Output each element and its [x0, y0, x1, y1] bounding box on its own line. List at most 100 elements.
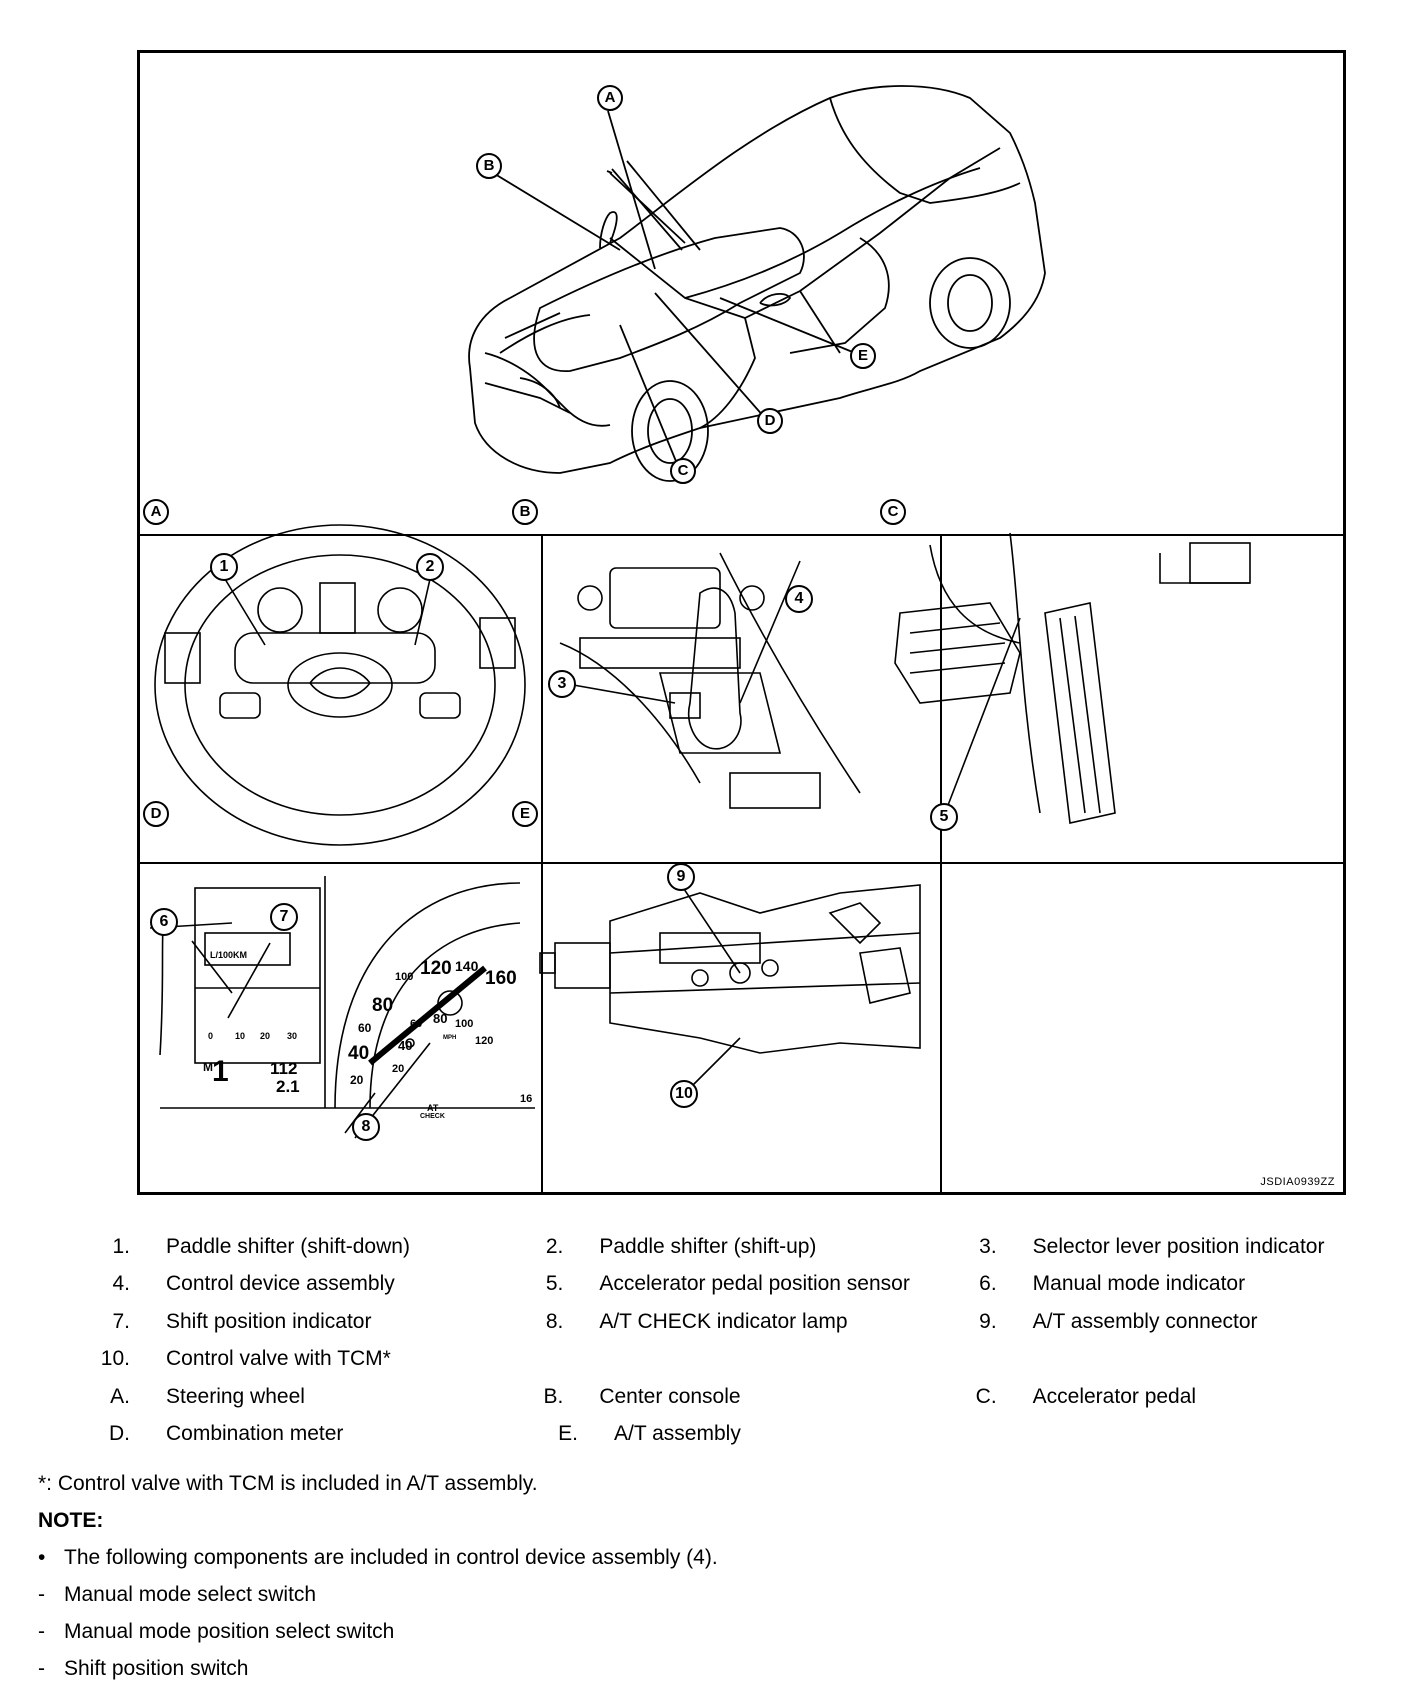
meter-gear: 1: [212, 1055, 229, 1088]
callout-7: 7: [270, 903, 298, 931]
center-console-drawing: [559, 552, 861, 809]
legend-item: 4.Control device assembly: [75, 1272, 508, 1296]
callout-d: D: [757, 408, 783, 434]
legend-row: 1. Paddle shifter (shift-down) 2.Paddle s…: [75, 1228, 1375, 1266]
speed-160: 160: [485, 968, 517, 989]
legend-num: 8.: [545, 1309, 564, 1333]
legend-text: Paddle shifter (shift-down): [166, 1234, 410, 1258]
panel-a-letter: A: [143, 499, 169, 525]
legend-num: A.: [110, 1384, 130, 1408]
legend-item: 8. A/T CHECK indicator lamp: [508, 1310, 941, 1334]
legend-num: C.: [975, 1384, 997, 1408]
callout-4: 4: [785, 585, 813, 613]
notes-section: *: Control valve with TCM is included in…: [38, 1465, 718, 1687]
note-item: -Shift position switch: [38, 1650, 718, 1687]
speed-80: 80: [372, 995, 394, 1016]
callout-5: 5: [930, 803, 958, 831]
meter-trip: 2.1: [276, 1077, 300, 1096]
inner-80: 80: [433, 1011, 448, 1026]
legend-row: 10.Control valve with TCM*: [75, 1341, 1375, 1379]
legend-text: Combination meter: [166, 1422, 344, 1446]
legend-num: 1.: [112, 1234, 130, 1258]
legend-item: D. Combination meter: [75, 1422, 523, 1446]
callout-8: 8: [352, 1113, 380, 1141]
legend-item: 6.Manual mode indicator: [942, 1272, 1375, 1296]
callout-c: C: [670, 458, 696, 484]
legend-item: 9. A/T assembly connector: [942, 1310, 1375, 1334]
panel-e-letter: E: [512, 801, 538, 827]
panel-c-letter: C: [880, 499, 906, 525]
legend-text: A/T assembly connector: [1032, 1309, 1258, 1333]
legend-item: 7. Shift position indicator: [75, 1310, 508, 1334]
panel-d-letter: D: [143, 801, 169, 827]
legend-row: D. Combination meter E. A/T assembly: [75, 1416, 1375, 1454]
legend-item: 2.Paddle shifter (shift-up): [508, 1235, 941, 1259]
dash-icon: -: [38, 1620, 45, 1643]
speed-side-16: 16: [520, 1093, 533, 1105]
at-label: AT: [427, 1103, 439, 1113]
footnote: *: Control valve with TCM is included in…: [38, 1472, 538, 1495]
callout-b: B: [476, 153, 502, 179]
legend-text: Shift position indicator: [166, 1309, 372, 1333]
legend-num: 9.: [979, 1309, 997, 1333]
callout-1: 1: [210, 553, 238, 581]
legend-text: Selector lever position indicator: [1032, 1234, 1325, 1258]
legend-text: Control valve with TCM*: [166, 1347, 391, 1371]
speed-100: 100: [395, 971, 414, 983]
legend-num: D.: [109, 1422, 130, 1446]
dash-icon: -: [38, 1657, 45, 1680]
steering-wheel-drawing: [154, 524, 526, 846]
legend-item: A. Steering wheel: [75, 1385, 508, 1409]
inner-40: 40: [398, 1038, 413, 1053]
legend-item: 10.Control valve with TCM*: [75, 1347, 523, 1371]
callout-9: 9: [667, 863, 695, 891]
note-item: -Manual mode position select switch: [38, 1613, 718, 1650]
note-intro-line: • The following components are included i…: [38, 1539, 718, 1576]
note-item-text: Manual mode position select switch: [64, 1620, 395, 1643]
legend-num: E.: [558, 1422, 578, 1446]
callout-e: E: [850, 343, 876, 369]
speed-140: 140: [455, 958, 479, 974]
meter-odo: 112: [270, 1059, 298, 1078]
callout-a: A: [597, 85, 623, 111]
legend-text: Steering wheel: [166, 1384, 305, 1408]
note-item: -Manual mode select switch: [38, 1576, 718, 1613]
legend-text: A/T CHECK indicator lamp: [599, 1309, 848, 1333]
legend-text: Paddle shifter (shift-up): [599, 1234, 817, 1258]
legend-num: B.: [543, 1384, 564, 1408]
meter-scale-0: 0: [208, 1031, 214, 1041]
inner-100: 100: [455, 1018, 474, 1030]
mph-label: MPH: [443, 1035, 457, 1041]
legend-text: Control device assembly: [166, 1272, 395, 1296]
meter-scale-20: 20: [260, 1031, 271, 1041]
inner-60: 60: [410, 1018, 423, 1030]
accelerator-pedal-drawing: [894, 532, 1251, 824]
panel-b-letter: B: [512, 499, 538, 525]
legend-num: 7.: [112, 1309, 130, 1333]
legend-text: A/T assembly: [614, 1422, 741, 1446]
dash-icon: -: [38, 1583, 45, 1606]
legend-text: Center console: [599, 1384, 741, 1408]
combination-meter-drawing: [149, 876, 535, 1139]
legend-text: Accelerator pedal position sensor: [599, 1272, 910, 1296]
note-item-text: Manual mode select switch: [64, 1583, 317, 1606]
meter-scale-30: 30: [287, 1031, 298, 1041]
note-intro: The following components are included in…: [64, 1546, 718, 1569]
inner-20: 20: [392, 1063, 405, 1075]
bullet-icon: •: [38, 1546, 46, 1569]
legend-item: 3.Selector lever position indicator: [942, 1235, 1375, 1259]
meter-l100km-label: L/100KM: [210, 950, 248, 960]
legend-num: 5.: [545, 1272, 564, 1296]
car-illustration: [468, 85, 1046, 482]
speed-120: 120: [420, 958, 452, 979]
speed-40: 40: [348, 1043, 370, 1064]
legend-row: 4.Control device assembly 5. Accelerator …: [75, 1266, 1375, 1304]
note-heading: NOTE:: [38, 1509, 104, 1532]
component-location-figure: A B C D E A B C D E 1 2 3 4 5 6 7 8 9 10…: [137, 50, 1346, 1195]
figure-drawing: [140, 85, 1343, 1192]
meter-scale-10: 10: [235, 1031, 246, 1041]
callout-2: 2: [416, 553, 444, 581]
inner-120: 120: [475, 1035, 494, 1047]
figure-id-code: JSDIA0939ZZ: [1260, 1176, 1335, 1188]
speed-60: 60: [358, 1021, 372, 1035]
